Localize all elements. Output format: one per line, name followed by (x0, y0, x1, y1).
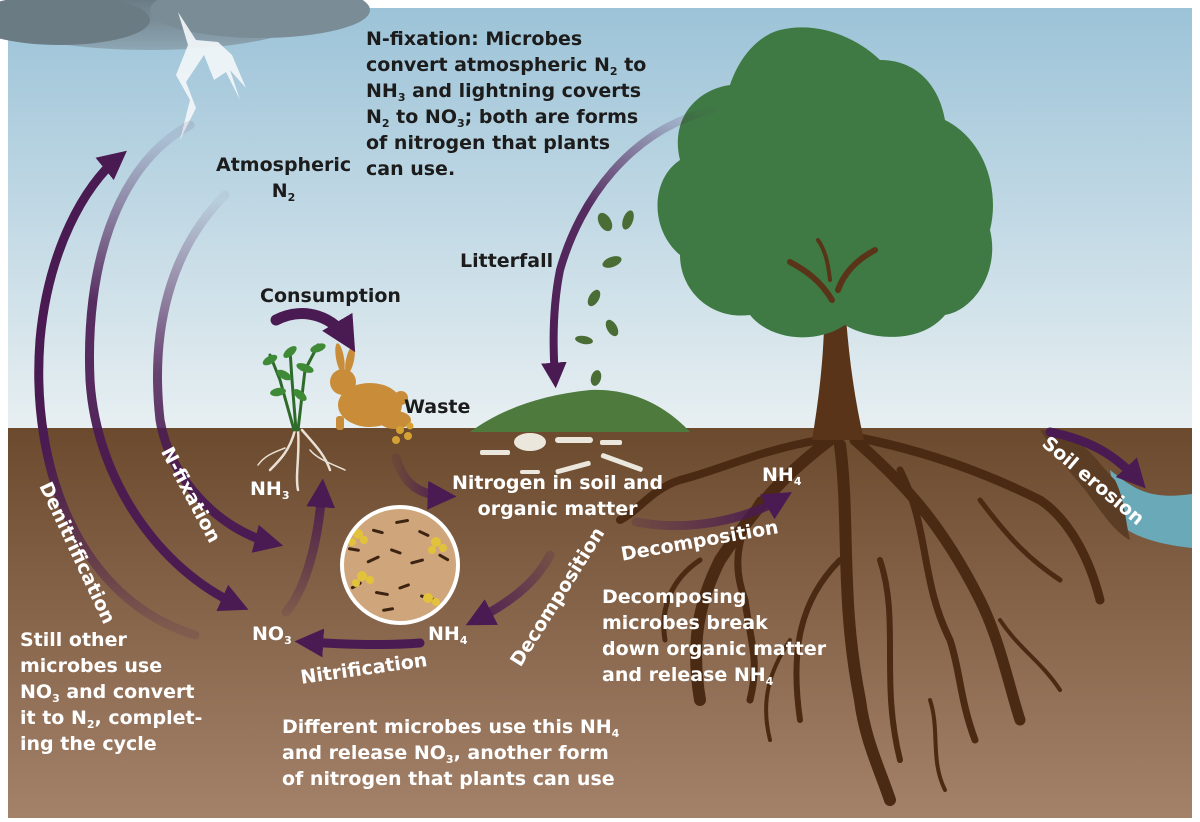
soil-nitrogen-pool-label: Nitrogen in soil and organic matter (452, 472, 664, 520)
lightning-bolt (176, 12, 246, 140)
denitrification-note: Still other microbes use NO3 and convert… (20, 629, 203, 755)
nitrification-note: Different microbes use this NH4 and rele… (282, 716, 620, 790)
arrow-litterfall (541, 106, 716, 389)
arrow-waste-to-soil (391, 453, 457, 510)
consumption-label: Consumption (260, 285, 401, 307)
waste-label: Waste (404, 396, 471, 418)
storm-cloud (0, 0, 370, 50)
arrow-nitrification (294, 628, 425, 658)
arrow-atmospheric-to-nh3 (153, 190, 284, 553)
waste-pellets (392, 422, 414, 444)
tree-branches (787, 238, 878, 303)
arrow-no3-to-plant (281, 478, 336, 617)
arrow-atmospheric-to-no3 (84, 120, 249, 612)
falling-leaves (575, 210, 634, 386)
tree-roots (616, 433, 1105, 806)
arrow-consumption (270, 308, 356, 353)
litterfall-label: Litterfall (460, 250, 554, 272)
plant (257, 343, 346, 492)
arrow-denitrification (34, 150, 200, 640)
nh4-soil-label: NH4 (428, 623, 468, 647)
tree-foliage (657, 27, 993, 338)
leaf-litter-mound (470, 389, 690, 432)
atmospheric-n2-label: Atmospheric N2 (216, 154, 352, 204)
rabbit (330, 343, 411, 430)
organic-matter-bones (480, 433, 643, 475)
decomposers-note: Decomposing microbes break down organic … (602, 586, 827, 688)
eroding-bank (1040, 430, 1130, 540)
process-arrows (34, 106, 1146, 658)
soil-microbe-closeup (340, 505, 460, 625)
arrow-decomposition-left (465, 550, 555, 626)
arrow-soil-erosion (1045, 427, 1146, 489)
nh3-label: NH3 (250, 478, 290, 502)
water (1110, 470, 1192, 548)
nh4-tree-label: NH4 (762, 464, 802, 488)
arrow-decomposition-right (631, 492, 792, 531)
no3-label: NO3 (252, 623, 292, 647)
nfixation-note: N-fixation: Microbes convert atmospheric… (366, 28, 647, 180)
